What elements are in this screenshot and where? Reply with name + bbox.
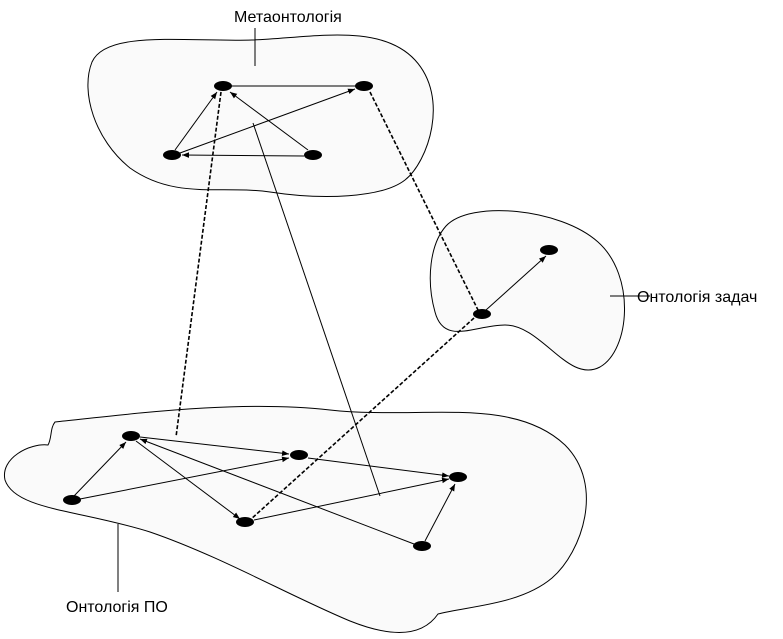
dashed-link-meta-to-domain (175, 91, 222, 438)
arrow-t1-t2 (485, 255, 547, 311)
domain-ontology-label: Онтологія ПО (66, 599, 168, 616)
task-ontology-label: Онтологія задач (637, 289, 757, 306)
node-p1 (63, 495, 81, 505)
meta-ontology-label: Метаонтологія (234, 9, 342, 26)
dashed-link-tasks-to-domain (249, 317, 475, 521)
node-m2 (355, 81, 373, 91)
node-p4 (236, 517, 254, 527)
domain-ontology-region (4, 405, 587, 633)
arrow-p3-p5 (307, 457, 450, 478)
node-p6 (413, 541, 431, 551)
node-t2 (540, 245, 558, 255)
node-m1 (214, 81, 232, 91)
arrow-p1-p3 (79, 456, 290, 500)
arrow-m4-m3 (181, 152, 305, 158)
arrow-p2-p3 (139, 436, 290, 456)
node-p2 (122, 431, 140, 441)
dashed-link-meta-to-tasks (369, 91, 479, 311)
arrow-p4-p5 (253, 477, 450, 521)
node-p5 (449, 472, 467, 482)
edge-meta-to-domain (252, 122, 381, 497)
node-m4 (304, 150, 322, 160)
node-t1 (473, 309, 491, 319)
arrow-m3-m2 (179, 88, 356, 154)
arrow-p6-p5 (424, 483, 456, 542)
node-m3 (163, 150, 181, 160)
arrow-m4-m1 (229, 91, 309, 151)
arrow-m3-m1 (174, 91, 218, 151)
task-ontology-region (429, 210, 625, 371)
node-p3 (290, 450, 308, 460)
arrow-p1-p2 (73, 441, 127, 497)
arrow-p6-p2 (139, 438, 415, 545)
arrow-p2-p4 (135, 440, 241, 520)
